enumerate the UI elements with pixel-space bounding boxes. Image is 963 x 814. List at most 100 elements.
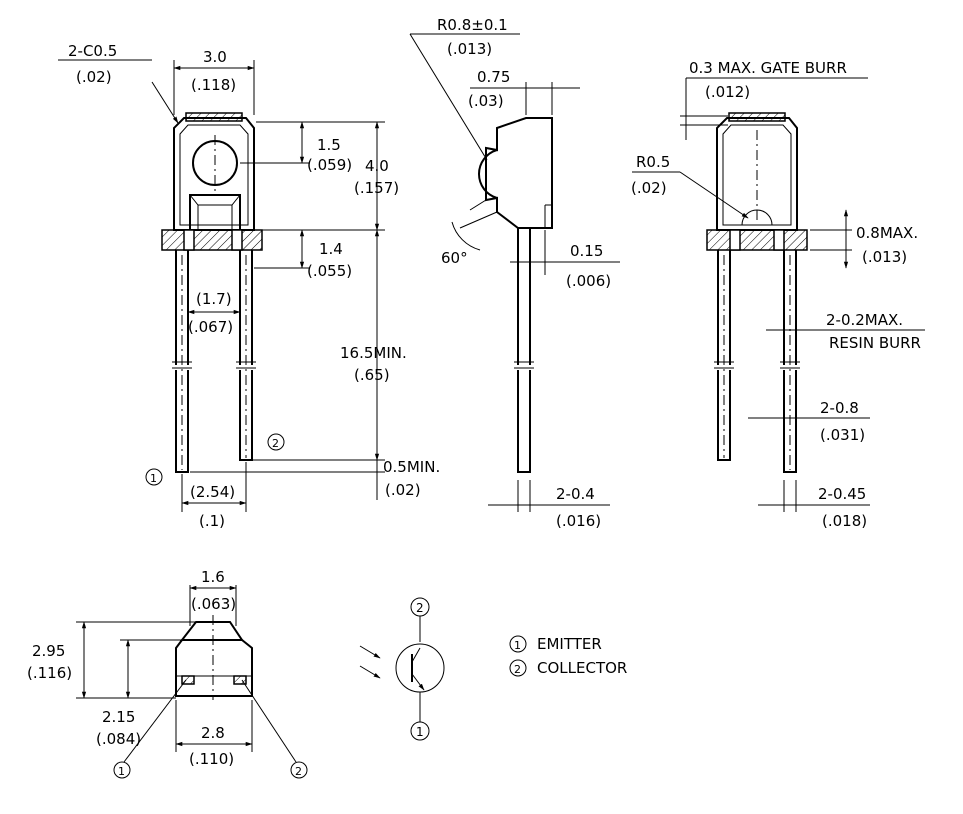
max-flange-inch-label: (.013) xyxy=(862,248,907,266)
sym-pin2-label: 2 xyxy=(416,601,424,615)
max-flange-label: 0.8MAX. xyxy=(856,224,918,242)
lead-thickness-inch-label: (.006) xyxy=(566,272,611,290)
top-pin1-label: 1 xyxy=(118,765,125,778)
rear-flange-gap-left xyxy=(729,229,741,251)
rear-view: 0.3 MAX. GATE BURR (.012) R0.5 (.02) 0.8… xyxy=(631,59,925,530)
legend-2-num: 2 xyxy=(514,663,521,676)
light-arrow-2 xyxy=(359,665,381,679)
rear-gate-hatch xyxy=(728,112,786,122)
sym-emitter-lead xyxy=(411,673,425,691)
front-gate-hatch xyxy=(185,112,243,122)
rear-flange-gap-right xyxy=(773,229,785,251)
front-body-outline xyxy=(173,117,255,231)
top-view: 1.6 (.063) 2.95 (.116) 2.15 (.084) 2.8 (… xyxy=(27,568,308,779)
rear-lead-breaks xyxy=(714,361,800,369)
top-body-height-label: 2.15 xyxy=(102,708,135,726)
lens-offset-label: 1.5 xyxy=(317,136,341,154)
front-pin2-label: 2 xyxy=(272,437,279,450)
front-chip-detail xyxy=(189,194,241,230)
rear-lead-thick-label: 2-0.45 xyxy=(818,485,866,503)
side-lens-arc xyxy=(478,149,498,199)
angle-lines xyxy=(459,199,498,229)
lead-width-label: 2-0.4 xyxy=(556,485,595,503)
chamfer-inch-label: (.02) xyxy=(76,68,112,86)
side-view: R0.8±0.1 (.013) 0.75 (.03) 60° 0.15 (.00… xyxy=(409,16,620,530)
front-pin1-circle xyxy=(145,468,163,486)
flange-label: 1.4 xyxy=(319,240,343,258)
sym-pin1-circle xyxy=(410,721,430,741)
rear-body-inner xyxy=(722,124,792,226)
phototransistor-symbol: 2 1 xyxy=(359,597,445,741)
top-width-label: 2.8 xyxy=(201,724,225,742)
pin-legend: 1 EMITTER 2 COLLECTOR xyxy=(509,635,627,677)
pitch-label: (2.54) xyxy=(190,483,235,501)
front-flange-gap-left xyxy=(183,229,195,251)
lead-offset-inch-label: (.02) xyxy=(385,481,421,499)
side-radius-leader xyxy=(409,33,488,161)
top-pin1-circle xyxy=(113,761,131,779)
rear-radius-inch-label: (.02) xyxy=(631,179,667,197)
gate-burr-inch-label: (.012) xyxy=(705,83,750,101)
lens-offset-inch-label: (.059) xyxy=(307,156,352,174)
gate-burr-label: 0.3 MAX. GATE BURR xyxy=(689,59,847,77)
top-pin2-circle xyxy=(290,761,308,779)
front-lead-breaks xyxy=(172,361,256,369)
front-pin1-label: 1 xyxy=(150,472,157,485)
front-lead-2 xyxy=(239,250,253,461)
top-lens xyxy=(179,621,244,641)
legend-1-label: EMITTER xyxy=(537,635,602,653)
rear-flange xyxy=(706,229,808,251)
tab-inch-label: (.03) xyxy=(468,92,504,110)
top-hatch-left xyxy=(181,675,195,685)
front-flange xyxy=(161,229,263,251)
width-inch-label: (.118) xyxy=(191,76,236,94)
flange-inch-label: (.055) xyxy=(307,262,352,280)
front-body-inner xyxy=(179,124,249,226)
rear-lead-thick-inch-label: (.018) xyxy=(822,512,867,530)
pitch-inch-label: (.1) xyxy=(199,512,225,530)
side-lead-break xyxy=(514,361,534,369)
angle-arc xyxy=(451,221,481,251)
top-width-inch-label: (.110) xyxy=(189,750,234,768)
rear-lead-width-label: 2-0.8 xyxy=(820,399,859,417)
lead-length-label: 16.5MIN. xyxy=(340,344,407,362)
light-arrow-1 xyxy=(359,645,381,659)
top-lens-inch-label: (.063) xyxy=(191,595,236,613)
legend-1-num: 1 xyxy=(514,639,521,652)
tab-label: 0.75 xyxy=(477,68,510,86)
lead-thickness-label: 0.15 xyxy=(570,242,603,260)
front-view: 2-C0.5 (.02) 3.0 (.118) 1.5 (.059) 4.0 (… xyxy=(58,42,440,530)
top-pin1-leader xyxy=(123,679,187,763)
lead-offset-label: 0.5MIN. xyxy=(383,458,440,476)
resin-burr-label-1: 2-0.2MAX. xyxy=(826,311,903,329)
top-body xyxy=(175,639,253,697)
sym-collector-lead xyxy=(411,647,421,663)
lead-length-inch-label: (.65) xyxy=(354,366,390,384)
side-body-outline xyxy=(485,117,553,229)
side-radius-label: R0.8±0.1 xyxy=(437,16,508,34)
inner-pitch-label: (1.7) xyxy=(196,290,232,308)
top-pin2-label: 2 xyxy=(295,765,302,778)
body-height-inch-label: (.157) xyxy=(354,179,399,197)
front-lead-1 xyxy=(175,250,189,473)
rear-lead-1 xyxy=(717,250,731,461)
body-height-label: 4.0 xyxy=(365,157,389,175)
top-hatch-right xyxy=(233,675,247,685)
chamfer-leader xyxy=(151,81,179,124)
legend-2-circle xyxy=(509,659,527,677)
side-gate-notch xyxy=(544,204,552,228)
inner-pitch-inch-label: (.067) xyxy=(188,318,233,336)
rear-radius-label: R0.5 xyxy=(636,153,670,171)
top-height-inch-label: (.116) xyxy=(27,664,72,682)
legend-1-circle xyxy=(509,635,527,653)
resin-burr-label-2: RESIN BURR xyxy=(829,334,921,352)
side-radius-inch-label: (.013) xyxy=(447,40,492,58)
width-label: 3.0 xyxy=(203,48,227,66)
rear-radius-leader xyxy=(679,171,749,219)
lead-width-inch-label: (.016) xyxy=(556,512,601,530)
front-flange-gap-right xyxy=(231,229,243,251)
top-body-height-inch-label: (.084) xyxy=(96,730,141,748)
top-lens-label: 1.6 xyxy=(201,568,225,586)
side-lead xyxy=(517,228,531,473)
